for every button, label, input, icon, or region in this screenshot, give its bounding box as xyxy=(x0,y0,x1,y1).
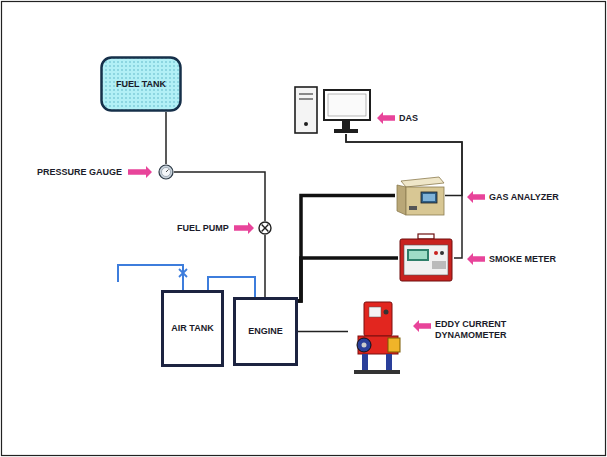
instrument-node: GAS ANALYZER xyxy=(395,173,560,218)
air-intake-line xyxy=(118,265,183,290)
smoke-meter-icon xyxy=(398,233,454,283)
tank-body xyxy=(102,58,181,111)
connector-line xyxy=(298,258,398,301)
node-label: FUEL PUMP xyxy=(177,223,230,234)
pointer-arrow xyxy=(413,320,431,332)
node-label: ENGINE xyxy=(248,326,283,337)
connector-line xyxy=(298,331,348,333)
pointer-arrow xyxy=(467,191,485,203)
pointer-arrow xyxy=(467,253,485,265)
component-box: AIR TANK xyxy=(161,290,224,367)
pointer-arrow xyxy=(234,222,254,234)
pointer-arrow xyxy=(377,112,395,124)
node-label: SMOKE METER xyxy=(489,254,558,265)
node-label: FUEL TANK xyxy=(116,79,166,90)
pressure-gauge-icon xyxy=(158,164,174,180)
node-label: GAS ANALYZER xyxy=(489,192,560,203)
component-box: ENGINE xyxy=(233,297,298,366)
instrument-node: DAS xyxy=(294,86,420,134)
tank-box: FUEL TANK xyxy=(100,56,182,112)
instrument-node: EDDY CURRENT DYNAMOMETER xyxy=(348,298,520,376)
node-label: PRESSURE GAUGE xyxy=(37,167,124,178)
dynamometer-icon xyxy=(348,298,404,376)
instrument-node: PRESSURE GAUGE xyxy=(37,164,174,180)
node-label: AIR TANK xyxy=(171,323,213,334)
node-label: DAS xyxy=(399,113,420,124)
connector-line xyxy=(165,112,167,164)
connector-line xyxy=(264,235,266,297)
connector-line xyxy=(174,172,265,221)
fuel-pump-symbol xyxy=(258,221,272,235)
gas-analyzer-icon xyxy=(395,173,445,218)
node-label: EDDY CURRENT DYNAMOMETER xyxy=(435,319,519,341)
instrument-node: SMOKE METER xyxy=(398,233,558,283)
pointer-arrow xyxy=(128,166,152,178)
intake-valve xyxy=(179,269,187,277)
computer-icon xyxy=(294,86,374,134)
connector-line xyxy=(298,196,395,302)
instrument-node: FUEL PUMP xyxy=(177,221,272,235)
